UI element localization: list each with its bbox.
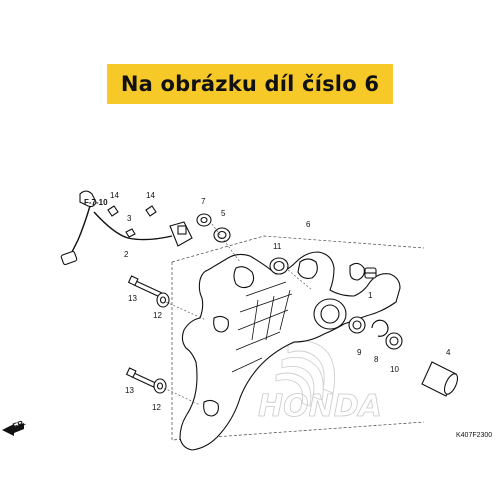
- leader-lines: [163, 223, 313, 406]
- callout-10: 10: [390, 365, 399, 374]
- callout-7: 7: [201, 197, 206, 206]
- reference-label: F-7-10: [84, 198, 108, 207]
- bearing-5: [213, 227, 231, 243]
- callout-labels: F-7-10 1 2 3 4 5 6 7 8 9 10 11 12 12 13 …: [12, 191, 493, 439]
- callout-13-lower: 13: [125, 386, 134, 395]
- callout-14-right: 14: [146, 191, 155, 200]
- callout-12-upper: 12: [153, 311, 162, 320]
- swing-arm-body: [179, 251, 401, 451]
- nut-12-upper: [156, 292, 170, 308]
- collar-4: [421, 361, 459, 397]
- bearing-9: [348, 316, 366, 334]
- callout-12-lower: 12: [152, 403, 161, 412]
- circlip-8: [371, 319, 389, 337]
- diagram-code: K407F2300: [456, 432, 492, 439]
- honda-watermark: HONDA: [258, 389, 382, 424]
- part-number-banner: Na obrázku díl číslo 6: [107, 64, 393, 104]
- bearing-11: [269, 257, 289, 275]
- callout-5: 5: [221, 209, 226, 218]
- assembly-boundary: [171, 235, 425, 441]
- callout-9: 9: [357, 348, 362, 357]
- callout-11: 11: [273, 242, 282, 251]
- collar-7: [196, 213, 212, 227]
- banner-text: Na obrázku díl číslo 6: [120, 72, 380, 96]
- callout-14-left: 14: [110, 191, 119, 200]
- bearing-1: [364, 267, 377, 279]
- callout-4: 4: [446, 348, 451, 357]
- callout-3: 3: [127, 214, 132, 223]
- callout-2: 2: [124, 250, 129, 259]
- direction-label: FR.: [12, 418, 27, 431]
- seal-10: [385, 332, 403, 350]
- honda-wing-watermark: [275, 340, 336, 407]
- callout-13-upper: 13: [128, 294, 137, 303]
- nut-12-lower: [153, 378, 167, 394]
- callout-1: 1: [368, 291, 373, 300]
- speed-sensor-wire: [60, 190, 193, 266]
- callout-8: 8: [374, 355, 379, 364]
- front-direction-arrow: [2, 423, 24, 436]
- callout-6: 6: [306, 220, 311, 229]
